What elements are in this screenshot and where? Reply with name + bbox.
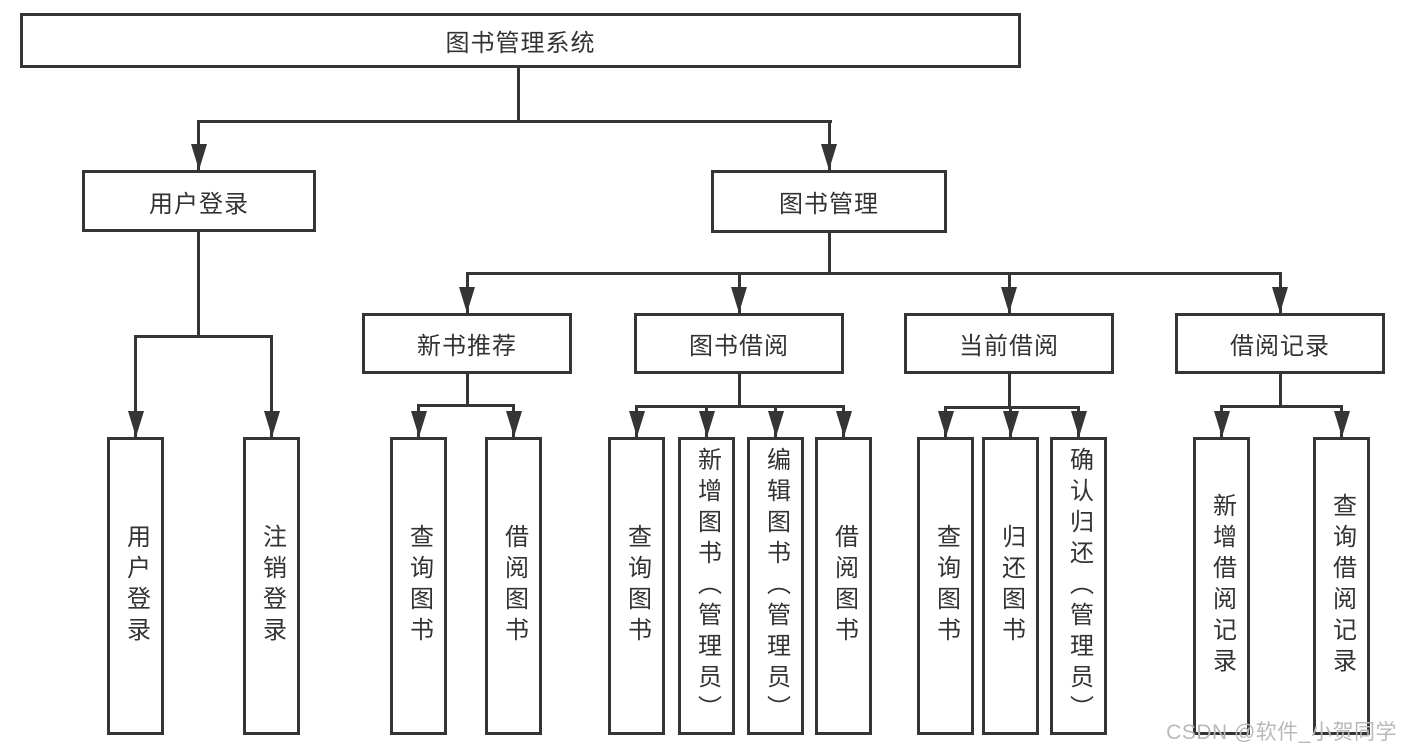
arrow-down-icon <box>937 411 954 437</box>
arrow-down-icon <box>1213 411 1230 437</box>
leaf-label: 注销登录 <box>258 524 286 648</box>
connector-borrow-records-branch <box>1220 405 1343 408</box>
leaf-user-login: 用户登录 <box>107 437 164 735</box>
leaf-edit-books-admin: 编辑图书（管理员） <box>747 437 804 735</box>
csdn-watermark: CSDN @软件_小贺同学 <box>1166 721 1397 744</box>
connector-new-book-stem <box>465 371 469 407</box>
connector-root-stem <box>517 66 520 123</box>
arrow-down-icon <box>127 411 144 437</box>
connector-current-borrow-branch <box>944 406 1080 409</box>
node-book-borrow: 图书借阅 <box>634 313 844 374</box>
arrow-down-icon <box>190 144 207 170</box>
leaf-label: 确认归还（管理员） <box>1065 446 1093 726</box>
connector-book-borrow-stem <box>737 371 741 408</box>
connector-root-branch <box>197 120 832 123</box>
arrow-down-icon <box>1002 411 1019 437</box>
connector-user-login-stem <box>197 229 200 338</box>
leaf-label: 查询图书 <box>405 524 433 648</box>
node-book-management: 图书管理 <box>711 170 947 233</box>
leaf-label: 归还图书 <box>997 524 1025 648</box>
connector-user-login-branch <box>134 335 273 338</box>
leaf-label: 新增借阅记录 <box>1208 493 1236 679</box>
arrow-down-icon <box>459 287 475 313</box>
node-borrow-records: 借阅记录 <box>1175 313 1385 374</box>
leaf-label: 新增图书（管理员） <box>693 446 721 726</box>
leaf-query-books-3: 查询图书 <box>917 437 974 735</box>
arrow-down-icon <box>628 411 645 437</box>
arrow-down-icon <box>1333 411 1350 437</box>
leaf-label: 编辑图书（管理员） <box>762 446 790 726</box>
leaf-confirm-return-admin: 确认归还（管理员） <box>1050 437 1107 735</box>
arrow-down-icon <box>835 411 852 437</box>
arrow-down-icon <box>698 411 715 437</box>
node-borrow-records-label: 借阅记录 <box>1230 333 1330 360</box>
leaf-return-books: 归还图书 <box>982 437 1039 735</box>
leaf-label: 查询图书 <box>932 524 960 648</box>
connector-drop-logout-leaf <box>270 335 273 437</box>
leaf-label: 查询图书 <box>623 524 651 648</box>
leaf-add-borrow-record: 新增借阅记录 <box>1193 437 1250 735</box>
leaf-logout: 注销登录 <box>243 437 300 735</box>
arrow-down-icon <box>263 411 280 437</box>
leaf-label: 查询借阅记录 <box>1328 493 1356 679</box>
arrow-down-icon <box>1001 287 1017 313</box>
leaf-label: 借阅图书 <box>500 524 528 648</box>
node-user-login: 用户登录 <box>82 170 316 232</box>
connector-level3-branch <box>465 272 1282 275</box>
node-user-login-label: 用户登录 <box>149 190 249 218</box>
leaf-query-borrow-record: 查询借阅记录 <box>1313 437 1370 735</box>
connector-current-borrow-stem <box>1007 371 1011 409</box>
node-new-book-recommend-label: 新书推荐 <box>417 333 517 360</box>
node-book-management-label: 图书管理 <box>779 191 879 218</box>
node-current-borrow: 当前借阅 <box>904 313 1114 374</box>
leaf-label: 借阅图书 <box>830 524 858 648</box>
leaf-borrow-books-1: 借阅图书 <box>485 437 542 735</box>
connector-book-borrow-branch <box>635 405 845 408</box>
node-new-book-recommend: 新书推荐 <box>362 313 572 374</box>
arrow-down-icon <box>821 144 837 170</box>
node-book-borrow-label: 图书借阅 <box>689 333 789 360</box>
connector-new-book-branch <box>417 404 515 407</box>
arrow-down-icon <box>767 411 784 437</box>
arrow-down-icon <box>505 411 522 437</box>
arrow-down-icon <box>1272 287 1288 313</box>
leaf-label: 用户登录 <box>122 524 150 648</box>
connector-book-mgmt-stem <box>827 230 831 275</box>
arrow-down-icon <box>410 411 427 437</box>
leaf-add-books-admin: 新增图书（管理员） <box>678 437 735 735</box>
node-current-borrow-label: 当前借阅 <box>959 333 1059 360</box>
connector-drop-login-leaf <box>134 335 137 437</box>
leaf-borrow-books-2: 借阅图书 <box>815 437 872 735</box>
leaf-query-books-1: 查询图书 <box>390 437 447 735</box>
node-root-label: 图书管理系统 <box>445 30 596 57</box>
node-root: 图书管理系统 <box>20 13 1021 68</box>
arrow-down-icon <box>1070 411 1087 437</box>
leaf-query-books-2: 查询图书 <box>608 437 665 735</box>
connector-borrow-records-stem <box>1278 371 1282 408</box>
arrow-down-icon <box>731 287 747 313</box>
